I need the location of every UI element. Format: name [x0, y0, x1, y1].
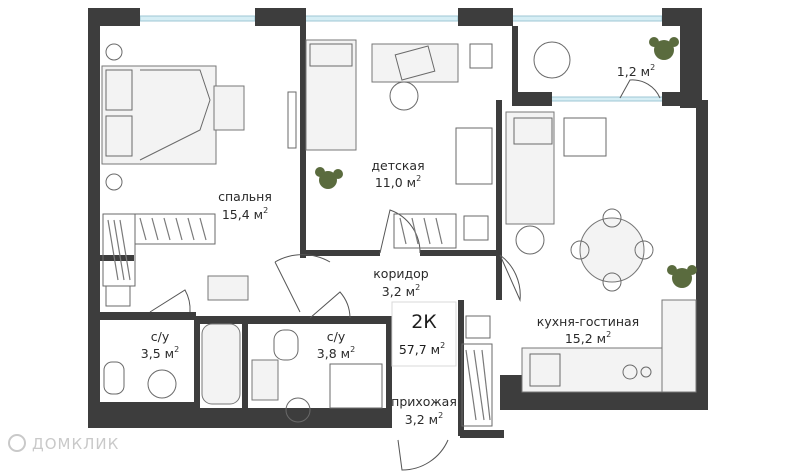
- dining-table: [579, 217, 645, 283]
- room-label-corridor: коридор: [373, 266, 429, 281]
- room-label-living: кухня-гостиная: [537, 314, 639, 329]
- washbasin-icon: [285, 397, 311, 423]
- chair-icon: [389, 81, 419, 111]
- bathtub: [201, 323, 241, 405]
- armchair-icon: [533, 41, 571, 79]
- kids-bed: [305, 39, 357, 151]
- kids-furniture: [305, 39, 493, 249]
- shirt-icon: [105, 285, 131, 307]
- plant-icon: [315, 167, 343, 189]
- fridge: [661, 299, 697, 393]
- room-label-bedroom: спальня: [218, 189, 272, 204]
- room-labels: спальня 15,4 м2 детская 11,0 м2 1,2 м2 к…: [141, 63, 655, 427]
- apartment-area: 57,7 м2: [399, 341, 445, 357]
- balcony-furniture: [533, 37, 679, 79]
- washing-machine: [251, 359, 279, 401]
- doors: [149, 79, 661, 471]
- room-area-bath2: 3,8 м2: [317, 345, 355, 361]
- apartment-type: 2К: [411, 311, 437, 333]
- bath2-furniture: [251, 329, 383, 423]
- armchair-icon: [515, 225, 545, 255]
- plant-icon: [649, 37, 679, 60]
- domclick-logo-icon: [8, 434, 26, 452]
- bedroom-wardrobe: [102, 213, 216, 287]
- room-area-living: 15,2 м2: [565, 330, 611, 346]
- walls: [88, 8, 708, 438]
- sofa: [505, 111, 555, 225]
- room-label-hall: прихожая: [391, 394, 457, 409]
- watermark-text: ДОМКЛИК: [32, 435, 119, 453]
- room-area-corridor: 3,2 м2: [382, 283, 420, 299]
- room-area-bath1: 3,5 м2: [141, 345, 179, 361]
- hall-wardrobe: [461, 315, 493, 427]
- toilet-icon: [103, 361, 125, 395]
- vanity-table: [207, 275, 249, 301]
- room-label-bath1: с/у: [151, 329, 170, 344]
- room-area-kids: 11,0 м2: [375, 174, 421, 190]
- apartment-badge: 2К 57,7 м2: [391, 301, 457, 367]
- bedroom-furniture: [101, 43, 297, 307]
- washbasin-icon: [147, 369, 177, 399]
- room-area-bedroom: 15,4 м2: [222, 206, 268, 222]
- shirt-icon: [463, 215, 489, 241]
- sink-icon: [529, 353, 561, 387]
- toilet-icon: [273, 329, 299, 361]
- kids-wardrobe: [393, 213, 457, 249]
- lamp-icon: [105, 43, 123, 61]
- plant-icon: [667, 265, 697, 288]
- stove-icon: [622, 364, 638, 380]
- living-furniture: [505, 111, 697, 393]
- window-kids: [299, 15, 459, 22]
- window-bedroom: [139, 15, 256, 22]
- bedroom-rug: [213, 85, 245, 131]
- room-area-hall: 3,2 м2: [405, 411, 443, 427]
- room-label-kids: детская: [371, 158, 424, 173]
- lamp-icon: [105, 173, 123, 191]
- room-label-bath2: с/у: [327, 329, 346, 344]
- shower-cabin: [329, 363, 383, 409]
- toy-icon: [469, 43, 493, 69]
- kids-desk: [371, 43, 459, 83]
- coffee-table: [563, 117, 607, 157]
- watermark: ДОМКЛИК: [8, 434, 119, 453]
- window-balcony: [511, 15, 663, 22]
- bath1-furniture: [103, 323, 241, 405]
- kitchen-counter: [521, 347, 663, 393]
- window-living: [544, 96, 666, 102]
- room-area-balcony: 1,2 м2: [617, 63, 655, 79]
- shirt-icon: [465, 315, 491, 339]
